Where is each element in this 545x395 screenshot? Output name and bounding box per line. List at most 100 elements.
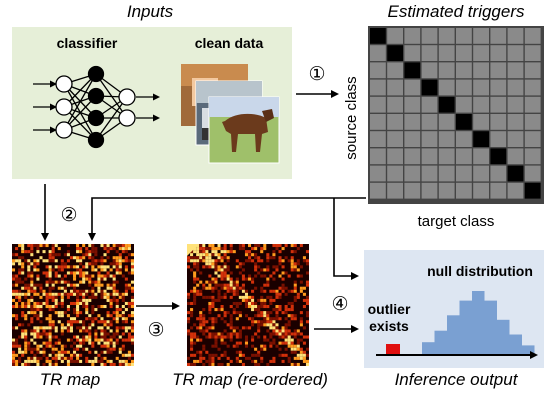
tr-map-reordered-cell	[208, 286, 212, 290]
tr-map-reordered-cell	[196, 262, 200, 266]
tr-map-cell	[48, 317, 52, 321]
tr-map-cell	[127, 335, 131, 339]
tr-map-cell	[69, 271, 73, 275]
tr-map-cell	[69, 289, 73, 293]
tr-map-reordered-cell	[293, 280, 297, 284]
tr-map-cell	[39, 356, 43, 360]
tr-map-reordered-cell	[269, 311, 273, 315]
tr-map-reordered-cell	[254, 308, 258, 312]
tr-map-cell	[112, 311, 116, 315]
tr-map-cell	[69, 317, 73, 321]
histogram-bar	[422, 342, 435, 355]
tr-map-reordered-cell	[257, 314, 261, 318]
tr-map-cell	[60, 347, 64, 351]
tr-map-cell	[57, 253, 61, 257]
tr-map-cell	[79, 326, 83, 330]
tr-map-reordered-cell	[266, 277, 270, 281]
tr-map-cell	[121, 244, 125, 248]
tr-map-reordered-cell	[235, 283, 239, 287]
tr-map-reordered-cell	[260, 295, 264, 299]
tr-map-cell	[27, 286, 31, 290]
tr-map-reordered-cell	[235, 311, 239, 315]
tr-map-cell	[130, 286, 134, 290]
tr-map-reordered-cell	[211, 250, 215, 254]
tr-map-cell	[76, 298, 80, 302]
tr-map-cell	[48, 268, 52, 272]
tr-map-reordered-cell	[193, 298, 197, 302]
tr-map-cell	[100, 335, 104, 339]
tr-map-cell	[36, 332, 40, 336]
tr-map-reordered-cell	[208, 317, 212, 321]
tr-map-cell	[18, 350, 22, 354]
tr-map-cell	[76, 326, 80, 330]
tr-map-cell	[115, 250, 119, 254]
tr-map-cell	[79, 359, 83, 363]
tr-map-reordered-cell	[190, 289, 194, 293]
tr-map-cell	[45, 274, 49, 278]
tr-map-cell	[88, 326, 92, 330]
tr-map-reordered-cell	[226, 335, 230, 339]
tr-map-cell	[79, 262, 83, 266]
tr-map-cell	[127, 244, 131, 248]
tr-map-reordered-cell	[263, 347, 267, 351]
tr-map-reordered-cell	[223, 277, 227, 281]
tr-map-cell	[118, 268, 122, 272]
tr-map-reordered-cell	[266, 256, 270, 260]
tr-map-cell	[79, 329, 83, 333]
tr-map-reordered-cell	[272, 332, 276, 336]
tr-map-reordered-cell	[293, 262, 297, 266]
tr-map-cell	[54, 329, 58, 333]
tr-map-reordered-cell	[284, 308, 288, 312]
tr-map-cell	[39, 344, 43, 348]
tr-map-reordered-cell	[211, 362, 215, 366]
tr-map-cell	[112, 259, 116, 263]
tr-map-cell	[48, 265, 52, 269]
tr-map-cell	[48, 362, 52, 366]
tr-map-cell	[82, 329, 86, 333]
tr-map-cell	[118, 262, 122, 266]
tr-map-reordered-cell	[290, 362, 294, 366]
tr-map-cell	[85, 274, 89, 278]
tr-map-cell	[42, 289, 46, 293]
tr-map-reordered-cell	[190, 259, 194, 263]
tr-map-reordered-cell	[190, 308, 194, 312]
tr-map-cell	[85, 292, 89, 296]
tr-map-cell	[97, 277, 101, 281]
tr-map-cell	[103, 274, 107, 278]
tr-map-cell	[118, 247, 122, 251]
tr-map-cell	[76, 347, 80, 351]
tr-map-reordered-cell	[293, 335, 297, 339]
tr-map-reordered-cell	[272, 323, 276, 327]
tr-map-cell	[103, 350, 107, 354]
tr-map-reordered-cell	[217, 283, 221, 287]
tr-map-cell	[106, 274, 110, 278]
tr-map-reordered-cell	[235, 305, 239, 309]
tr-map-cell	[66, 271, 70, 275]
tr-map-cell	[66, 292, 70, 296]
tr-map-reordered-cell	[223, 253, 227, 257]
tr-map-reordered-cell	[199, 320, 203, 324]
step-4-marker: ④	[331, 293, 348, 315]
tr-map-reordered-cell	[278, 332, 282, 336]
tr-map-cell	[73, 289, 77, 293]
tr-map-cell	[100, 283, 104, 287]
tr-map-reordered-cell	[305, 295, 309, 299]
tr-map-cell	[82, 289, 86, 293]
photo-stack-icon	[181, 64, 280, 164]
tr-map-reordered-cell	[241, 289, 245, 293]
tr-map-reordered-cell	[232, 332, 236, 336]
tr-map-reordered-cell	[211, 289, 215, 293]
tr-map-cell	[69, 359, 73, 363]
tr-map-reordered-cell	[193, 250, 197, 254]
tr-map-reordered-cell	[272, 277, 276, 281]
tr-map-cell	[24, 359, 28, 363]
tr-map-reordered-cell	[266, 362, 270, 366]
tr-map-cell	[115, 265, 119, 269]
tr-map-cell	[24, 317, 28, 321]
trigger-cell	[507, 114, 524, 130]
tr-map-cell	[91, 308, 95, 312]
tr-map-reordered-cell	[275, 265, 279, 269]
tr-map-cell	[21, 362, 25, 366]
tr-map-reordered-cell	[214, 332, 218, 336]
tr-map-reordered-cell	[263, 298, 267, 302]
